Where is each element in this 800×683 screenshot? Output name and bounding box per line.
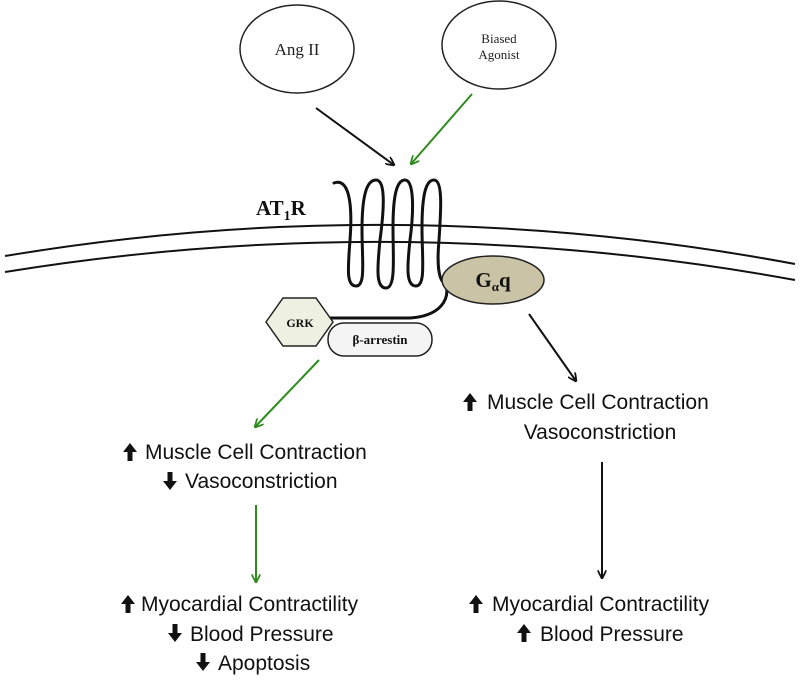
right-effect-2-0-text: Myocardial Contractility [492,593,710,616]
grk-label: GRK [286,316,314,330]
left-effect-2-0-text: Myocardial Contractility [141,593,359,616]
biased-agonist-label-line2: Agonist [478,47,520,62]
receptor-c-terminal-tail [313,282,449,320]
left-effect-2-1-text: Blood Pressure [190,623,334,646]
biased-agonist-ligand: Biased Agonist [441,0,557,90]
left-effect-1-0-text: Muscle Cell Contraction [145,441,367,464]
g-protein-ellipse [441,255,545,305]
biased-agonist-label-line1: Biased [481,31,517,46]
left-effect-2-2-text: Apoptosis [218,652,310,675]
biased-agonist-arrow [411,93,473,164]
beta-arrestin-pill [327,322,433,357]
beta-arrestin-protein: β-arrestin [327,322,433,357]
membrane-inner-line [4,240,796,281]
left-effect-1-0: Muscle Cell Contraction [123,441,367,464]
left-effects-1: Muscle Cell Contraction Vasoconstriction [123,441,367,493]
right-effects-2: Myocardial Contractility Blood Pressure [469,593,710,646]
right-effect-1-1: Vasoconstriction [524,421,677,444]
ang-ii-arrow [315,107,394,165]
left-effect-2-1: Blood Pressure [168,623,334,646]
right-effect-2-1: Blood Pressure [517,623,684,646]
grk-hexagon [265,297,334,347]
left-effect-1-1-text: Vasoconstriction [185,470,338,493]
g-alpha-q-protein: Gαq [441,255,545,305]
membrane-outer-line [4,223,796,265]
right-effect-1-1-text: Vasoconstriction [524,421,677,444]
up-arrow-icon [463,393,477,411]
left-effects-2: Myocardial Contractility Blood Pressure … [121,593,359,675]
up-arrow-icon [517,624,531,642]
right-effect-1-0: Muscle Cell Contraction [463,391,709,414]
up-arrow-icon [123,443,137,461]
right-effect-2-1-text: Blood Pressure [540,623,684,646]
arrestin-to-effects-arrow [255,359,320,427]
right-effect-1-0-text: Muscle Cell Contraction [487,391,709,414]
right-effects-1: Muscle Cell Contraction Vasoconstriction [463,391,709,444]
down-arrow-icon [168,624,182,642]
ang-ii-ligand: Ang II [239,4,355,94]
left-effect-2-0: Myocardial Contractility [121,593,359,616]
up-arrow-icon [121,595,135,613]
g-protein-label: Gαq [475,268,511,294]
left-effect-2-2: Apoptosis [196,652,310,675]
ang-ii-circle [239,4,355,94]
receptor-transmembrane-loops [332,178,448,290]
beta-arrestin-label: β-arrestin [353,332,409,347]
up-arrow-icon [469,595,483,613]
g-protein-to-effects-arrow [528,313,576,381]
grk-protein: GRK [265,297,334,347]
down-arrow-icon [196,653,210,671]
down-arrow-icon [163,472,177,490]
right-effect-2-0: Myocardial Contractility [469,593,710,616]
left-effect-1-1: Vasoconstriction [163,470,338,493]
ang-ii-label: Ang II [275,40,320,59]
receptor-label: AT1R [256,196,307,224]
biased-agonist-circle [441,0,557,90]
